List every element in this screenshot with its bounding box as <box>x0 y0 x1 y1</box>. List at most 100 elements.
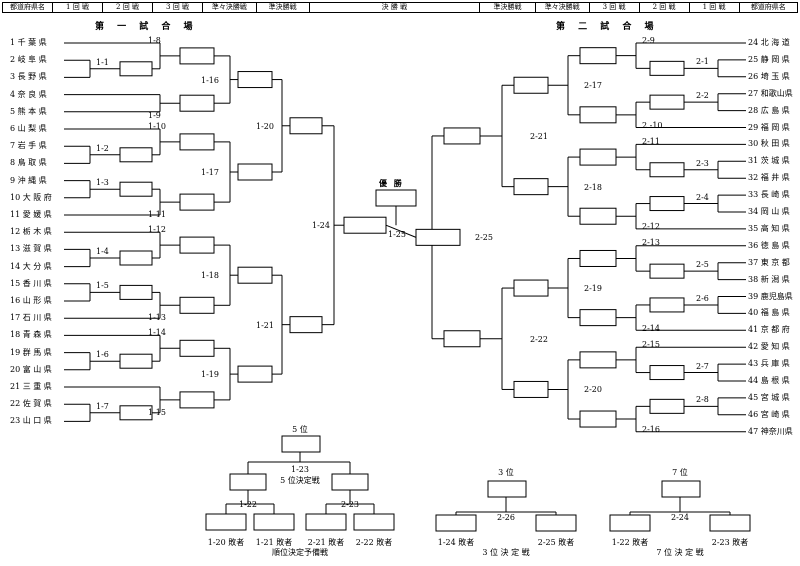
team-label: 24 北 海 道 <box>748 38 790 47</box>
score-box <box>179 339 215 357</box>
team-label: 27 和歌山県 <box>748 88 793 98</box>
match-label: 2-25 <box>475 233 493 243</box>
match-label: 2-9 <box>642 35 655 45</box>
header-cell: 1 回 戦 <box>690 3 740 12</box>
score-box <box>289 316 323 334</box>
match-label: 2-11 <box>642 137 660 147</box>
score-box <box>579 309 617 327</box>
team-label: 9 沖 縄 県 <box>10 175 47 185</box>
first-field-title: 第 一 試 合 場 <box>95 22 198 32</box>
team-label: 32 福 井 県 <box>748 173 790 183</box>
header-cell: 準々決勝戦 <box>536 3 590 12</box>
match-label: 2-18 <box>584 182 602 192</box>
match-label: 1-21 <box>256 320 274 330</box>
score-box <box>487 480 527 498</box>
team-label: 19 群 馬 県 <box>10 347 52 357</box>
score-box <box>535 514 577 532</box>
match-label: 1-12 <box>148 225 166 235</box>
third-caption: 3 位 決 定 戦 <box>482 548 530 557</box>
score-box <box>353 513 395 531</box>
team-label: 1 千 葉 県 <box>10 38 47 47</box>
score-box <box>443 127 481 145</box>
header-cell: 準々決勝戦 <box>203 3 257 12</box>
prelim-entry: 1-20 敗者 <box>207 538 245 547</box>
team-label: 21 三 重 県 <box>10 382 52 391</box>
score-box <box>513 279 549 297</box>
match-label: 1-14 <box>148 328 166 338</box>
team-label: 15 香 川 県 <box>10 278 52 288</box>
third-entry: 2-25 敗者 <box>537 538 575 547</box>
match-label: 2-1 <box>696 57 709 67</box>
score-box <box>661 480 701 498</box>
prelim-right-label: 2-23 <box>341 500 359 509</box>
score-box <box>343 216 387 234</box>
match-label: 1-1 <box>96 57 109 67</box>
match-label: 1-11 <box>148 210 166 220</box>
header-cell: 決 勝 戦 <box>310 3 481 12</box>
prelim-entry: 1-21 敗者 <box>255 538 293 547</box>
score-box <box>513 76 549 94</box>
match-label: 1-20 <box>256 121 274 131</box>
champion-title: 優 勝 <box>379 178 404 188</box>
score-box <box>435 514 477 532</box>
team-label: 4 奈 良 県 <box>10 89 47 99</box>
match-label: 1-8 <box>148 35 161 45</box>
seventh-match-label: 2-24 <box>671 513 689 522</box>
final-match-label: 1-25 <box>388 230 406 240</box>
seventh-entry: 1-22 敗者 <box>611 538 649 547</box>
team-label: 3 長 野 県 <box>10 72 47 82</box>
score-box <box>281 435 321 453</box>
match-label: 2-13 <box>642 238 660 248</box>
match-label: 2-20 <box>584 385 602 395</box>
score-box <box>119 147 153 163</box>
team-label: 22 佐 賀 県 <box>10 399 52 409</box>
match-label: 2-4 <box>696 192 709 202</box>
score-box <box>179 133 215 151</box>
team-label: 11 愛 媛 県 <box>10 210 52 219</box>
score-box <box>579 148 617 166</box>
team-label: 18 青 森 県 <box>10 330 52 340</box>
team-label: 6 山 梨 県 <box>10 124 47 133</box>
prelim-left-label: 1-22 <box>239 500 257 509</box>
team-label: 10 大 阪 府 <box>10 192 52 202</box>
team-label: 31 茨 城 県 <box>748 156 790 166</box>
score-box <box>649 365 685 381</box>
team-label: 44 島 根 県 <box>748 376 790 385</box>
score-box <box>237 365 273 383</box>
team-label: 45 宮 城 県 <box>748 392 790 402</box>
match-label: 2-7 <box>696 361 709 371</box>
score-box <box>289 117 323 135</box>
header-cell: 準決勝戦 <box>480 3 536 12</box>
match-label: 2-17 <box>584 81 602 91</box>
match-label: 2-12 <box>642 222 660 232</box>
seventh-caption: 7 位 決 定 戦 <box>656 548 704 557</box>
team-label: 39 鹿児島県 <box>748 291 793 301</box>
header-cell: 都道府県名 <box>3 3 53 12</box>
prelim-entry: 2-21 敗者 <box>307 538 345 547</box>
third-place-title: 3 位 <box>498 468 514 477</box>
fifth-place-title: 5 位 <box>292 425 308 434</box>
match-label: 1-15 <box>148 407 166 417</box>
score-box <box>119 61 153 77</box>
match-label: 2-21 <box>530 131 548 141</box>
team-label: 47 神奈川県 <box>748 426 793 436</box>
score-box <box>415 228 461 246</box>
match-label: 1-13 <box>148 313 166 323</box>
third-match-label: 2-26 <box>497 513 515 522</box>
third-entry: 1-24 敗者 <box>437 538 475 547</box>
score-box <box>709 514 751 532</box>
score-box <box>649 263 685 279</box>
team-label: 14 大 分 県 <box>10 261 52 271</box>
score-box <box>179 47 215 65</box>
team-label: 26 埼 玉 県 <box>748 71 790 81</box>
score-box <box>649 398 685 414</box>
team-label: 46 宮 崎 県 <box>748 409 790 419</box>
header-cell: 1 回 戦 <box>53 3 103 12</box>
score-box <box>649 196 685 212</box>
header-cell: 3 回 戦 <box>153 3 203 12</box>
match-label: 1-19 <box>201 370 219 380</box>
score-box <box>253 513 295 531</box>
team-label: 42 愛 知 県 <box>748 342 790 352</box>
